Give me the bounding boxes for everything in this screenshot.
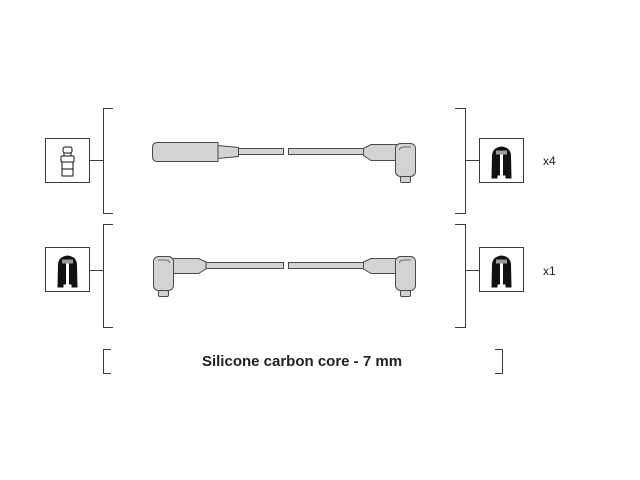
ignition-cable: [152, 142, 416, 183]
left-bracket: [103, 224, 113, 328]
angled-boot-head: [153, 256, 174, 291]
boot-terminal: [400, 176, 411, 183]
boot-terminal: [400, 290, 411, 297]
boot-terminal: [158, 290, 169, 297]
boot-head-detail: [399, 259, 411, 264]
caption-right-bracket: [495, 349, 503, 374]
wire-segment-right: [288, 262, 364, 269]
wire-segment-right: [288, 148, 364, 155]
boot-head-detail: [158, 259, 170, 264]
cable-spec-caption: Silicone carbon core - 7 mm: [202, 353, 402, 370]
quantity-label: x1: [543, 264, 556, 278]
spec-caption-block: Silicone carbon core - 7 mm: [103, 349, 503, 374]
caption-left-bracket: [103, 349, 111, 374]
wire-segment-left: [238, 148, 284, 155]
angled-boot-sleeve: [363, 144, 399, 161]
straight-boot: [152, 142, 219, 162]
angled-boot-connector-icon: [491, 255, 512, 288]
straight-plug-connector-icon: [60, 146, 75, 177]
right-bracket: [455, 108, 466, 214]
angled-boot-head: [395, 256, 416, 291]
wire-segment-left: [205, 262, 284, 269]
angled-boot-connector-icon: [491, 146, 512, 179]
boot-head-detail: [399, 146, 411, 151]
boot-taper: [217, 144, 239, 160]
quantity-label: x4: [543, 154, 556, 168]
cable-set-row-2: x1: [45, 224, 556, 328]
angled-boot-head: [395, 143, 416, 177]
right-bracket: [455, 224, 466, 328]
angled-boot-sleeve: [363, 258, 399, 274]
angled-boot-sleeve: [170, 258, 207, 274]
cable-set-row-1: x4: [45, 108, 556, 214]
left-bracket: [103, 108, 113, 214]
angled-boot-connector-icon: [57, 255, 78, 288]
ignition-cable: [153, 256, 416, 297]
